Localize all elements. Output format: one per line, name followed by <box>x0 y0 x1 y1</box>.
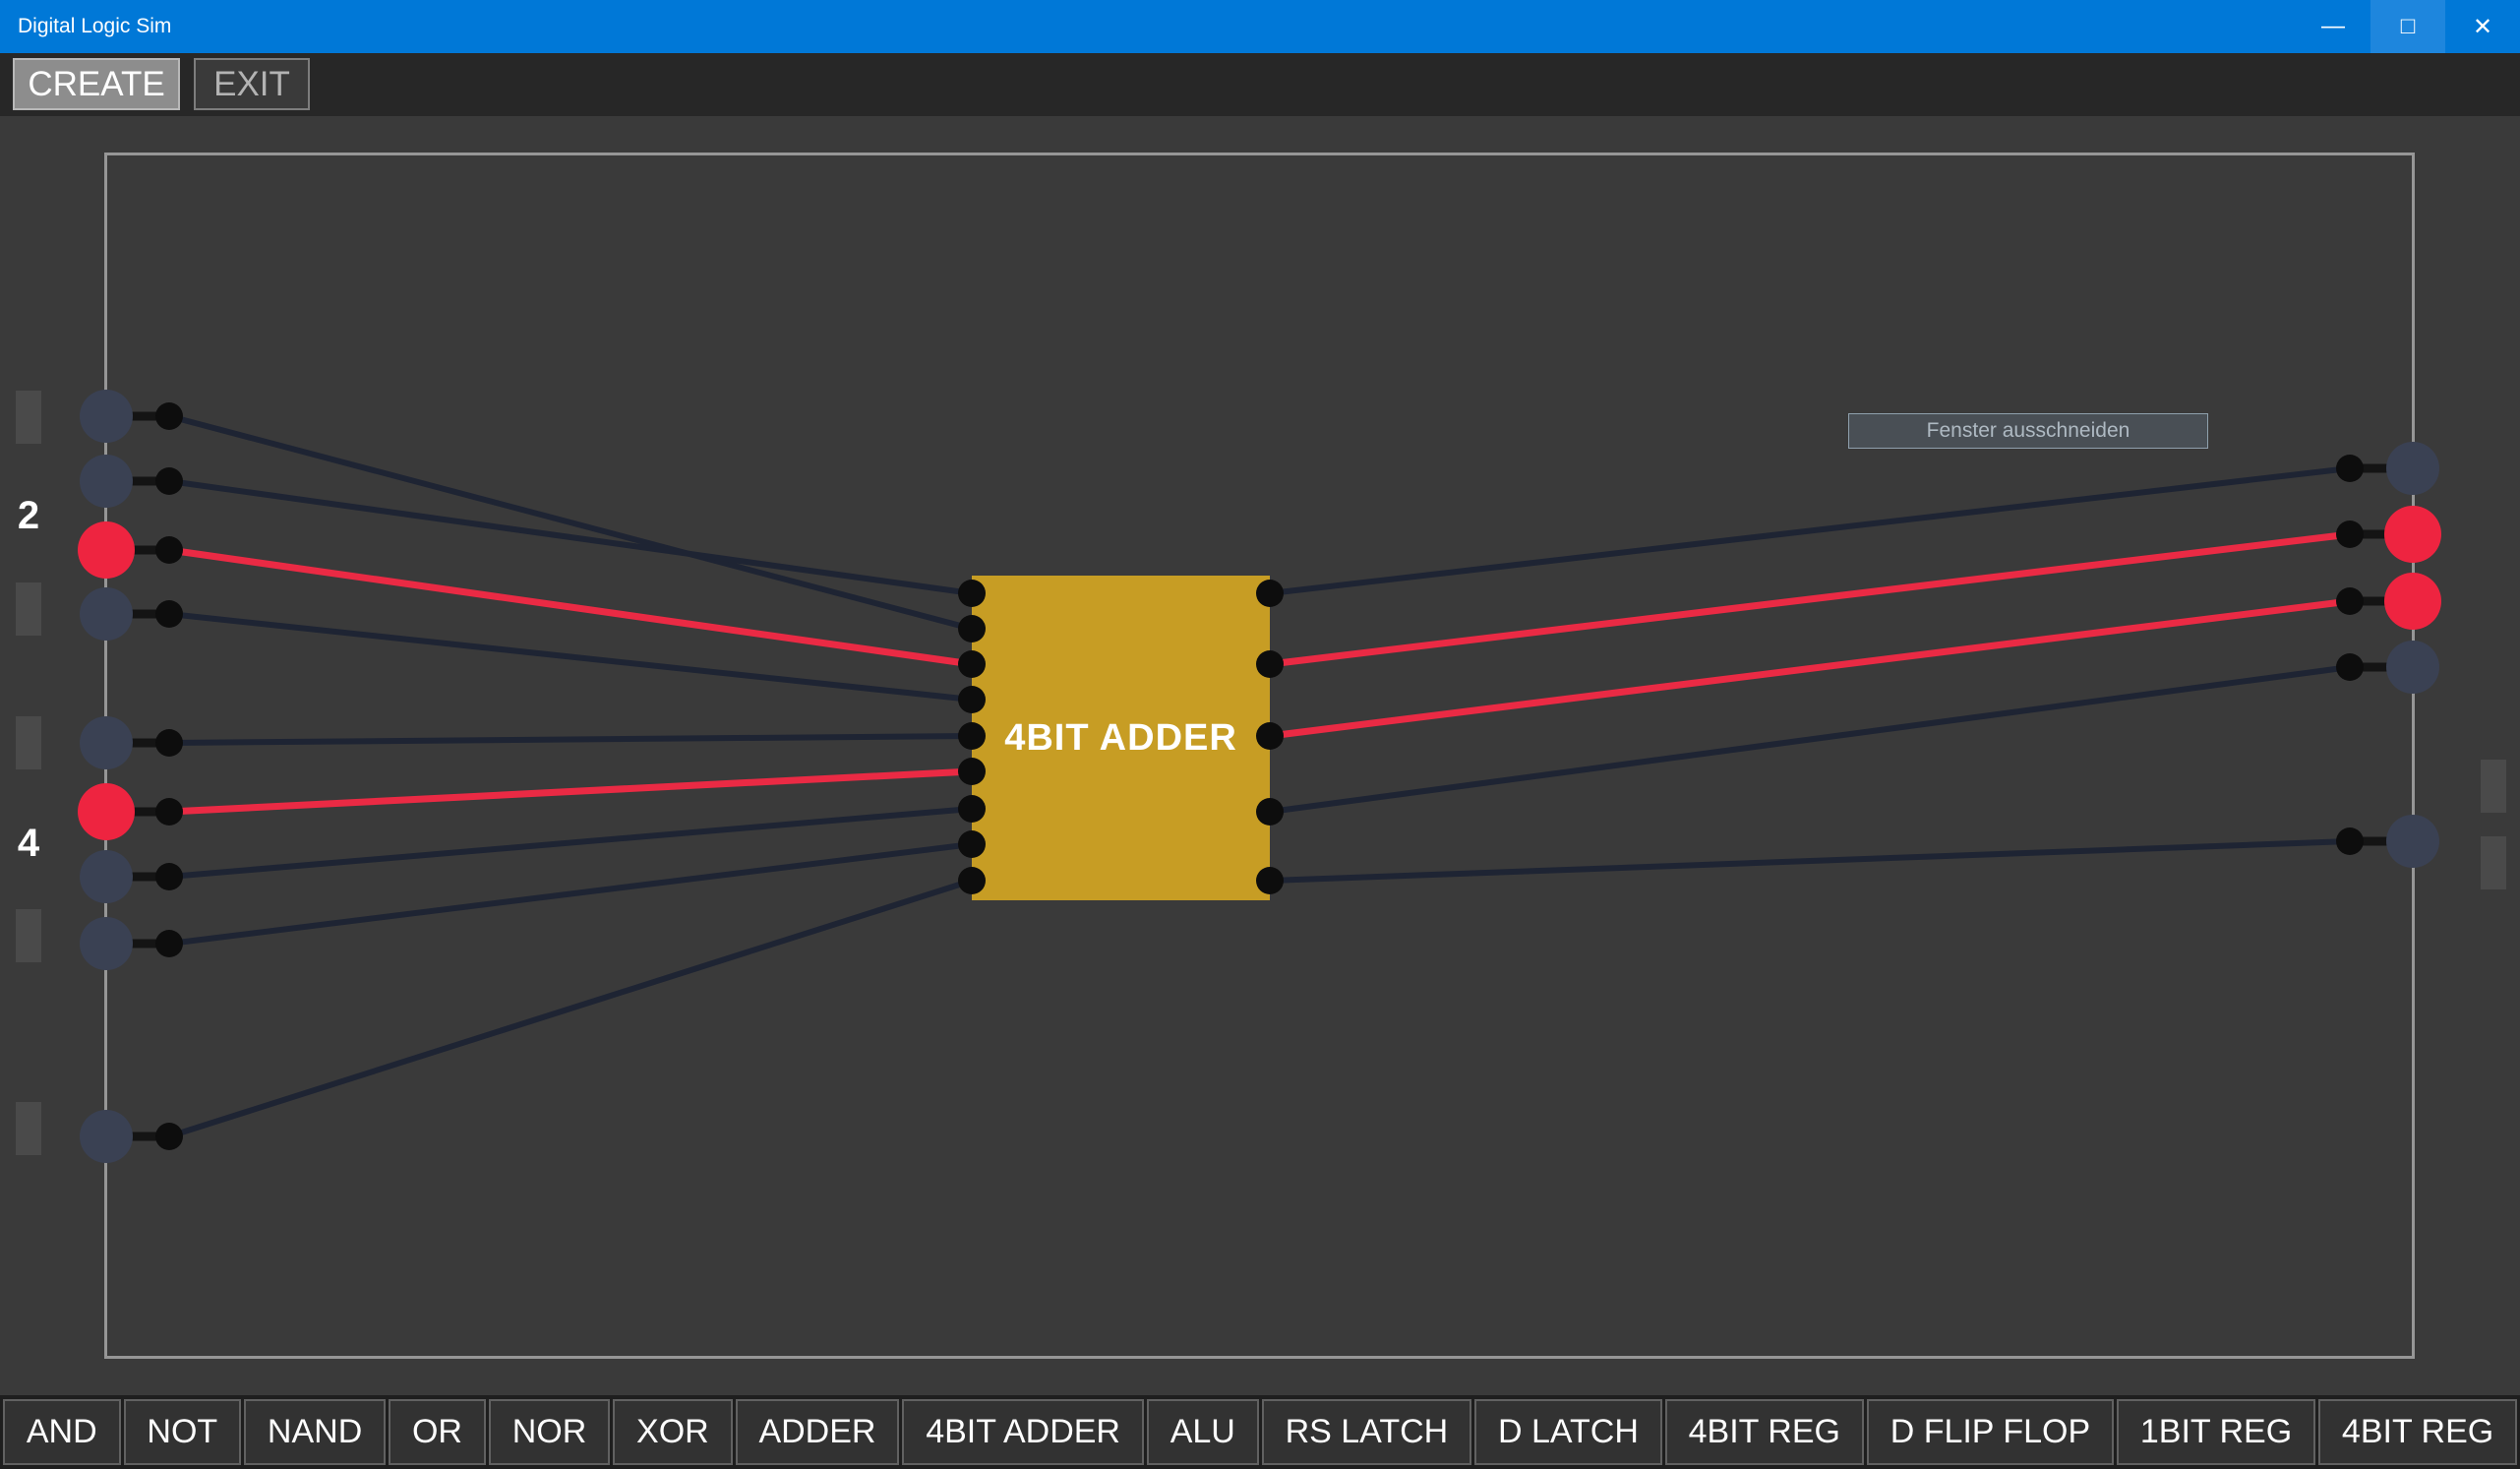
wire[interactable] <box>1269 530 2351 668</box>
pin-slot[interactable] <box>16 716 41 769</box>
chip-input-pin[interactable] <box>958 580 986 607</box>
minimize-button[interactable]: — <box>2321 13 2345 39</box>
output-pin[interactable] <box>2384 573 2441 630</box>
input-pin[interactable] <box>80 455 133 508</box>
pin-slot[interactable] <box>2481 760 2506 813</box>
pin-slot[interactable] <box>16 582 41 636</box>
output-pin[interactable] <box>2386 442 2439 495</box>
4bit-adder-chip[interactable]: 4BIT ADDER <box>972 576 1270 900</box>
close-button[interactable]: ✕ <box>2472 13 2493 40</box>
output-pin-terminal[interactable] <box>2336 587 2364 615</box>
toolbar-chip-button[interactable]: NAND <box>244 1399 387 1465</box>
input-pin-terminal[interactable] <box>155 600 183 628</box>
input-pin-terminal[interactable] <box>155 467 183 495</box>
window-title: Digital Logic Sim <box>18 15 172 37</box>
bus-width-label: 2 <box>17 494 40 537</box>
toolbar-chip-button[interactable]: NOR <box>488 1399 611 1465</box>
toolbar-chip-button[interactable]: RS LATCH <box>1261 1399 1472 1465</box>
menu-bar: CREATE EXIT <box>0 53 2520 116</box>
toolbar-chip-button[interactable]: 4BIT ADDER <box>902 1399 1144 1465</box>
toolbar-chip-button[interactable]: 4BIT REG <box>2318 1399 2518 1465</box>
toolbar-chip-button[interactable]: ADDER <box>735 1399 900 1465</box>
input-pin[interactable] <box>80 917 133 970</box>
chip-input-pin[interactable] <box>958 686 986 713</box>
input-pin[interactable] <box>80 390 133 443</box>
chip-output-pin[interactable] <box>1256 722 1284 750</box>
pin-slot[interactable] <box>16 391 41 444</box>
input-pin[interactable] <box>78 783 135 840</box>
title-bar: Digital Logic Sim — □ ✕ <box>0 0 2520 53</box>
input-pin[interactable] <box>80 850 133 903</box>
chip-input-pin[interactable] <box>958 795 986 823</box>
maximize-button[interactable]: □ <box>2370 0 2445 53</box>
chip-input-pin[interactable] <box>958 758 986 785</box>
chip-input-pin[interactable] <box>958 650 986 678</box>
chip-input-pin[interactable] <box>958 867 986 894</box>
toolbar-chip-button[interactable]: D LATCH <box>1474 1399 1662 1465</box>
chip-input-pin[interactable] <box>958 722 986 750</box>
wire[interactable] <box>168 841 973 947</box>
wire[interactable] <box>168 478 973 596</box>
snip-tooltip: Fenster ausschneiden <box>1848 413 2208 449</box>
chip-output-pin[interactable] <box>1256 580 1284 607</box>
input-pin-terminal[interactable] <box>155 402 183 430</box>
wire[interactable] <box>168 878 973 1139</box>
output-pin[interactable] <box>2384 506 2441 563</box>
input-pin-terminal[interactable] <box>155 798 183 826</box>
input-pin[interactable] <box>80 716 133 769</box>
pin-slot[interactable] <box>16 1102 41 1155</box>
wire[interactable] <box>168 413 973 632</box>
toolbar-chip-button[interactable]: D FLIP FLOP <box>1866 1399 2114 1465</box>
bus-width-label: 4 <box>17 822 40 865</box>
pin-slot[interactable] <box>16 909 41 962</box>
input-pin-terminal[interactable] <box>155 1123 183 1150</box>
toolbar-chip-button[interactable]: ALU <box>1146 1399 1259 1465</box>
input-pin-terminal[interactable] <box>155 729 183 757</box>
wire[interactable] <box>168 806 973 880</box>
wire[interactable] <box>1269 838 2351 884</box>
chip-input-pin[interactable] <box>958 615 986 643</box>
create-button[interactable]: CREATE <box>13 58 180 110</box>
window-controls: — □ ✕ <box>2296 0 2520 53</box>
chip-output-pin[interactable] <box>1256 867 1284 894</box>
wire[interactable] <box>168 611 973 703</box>
input-pin[interactable] <box>78 521 135 579</box>
wire[interactable] <box>1269 465 2351 596</box>
wire[interactable] <box>1269 597 2351 740</box>
wire[interactable] <box>168 767 973 816</box>
output-pin-terminal[interactable] <box>2336 653 2364 681</box>
exit-button[interactable]: EXIT <box>194 58 310 110</box>
output-pin[interactable] <box>2386 641 2439 694</box>
input-pin-terminal[interactable] <box>155 536 183 564</box>
toolbar-chip-button[interactable]: NOT <box>123 1399 242 1465</box>
output-pin-terminal[interactable] <box>2336 520 2364 548</box>
wire[interactable] <box>168 733 973 746</box>
output-pin-terminal[interactable] <box>2336 455 2364 482</box>
output-pin[interactable] <box>2386 815 2439 868</box>
wire[interactable] <box>1269 664 2351 815</box>
input-pin[interactable] <box>80 587 133 641</box>
chip-output-pin[interactable] <box>1256 650 1284 678</box>
toolbar-chip-button[interactable]: 4BIT REG <box>1664 1399 1864 1465</box>
toolbar-chip-button[interactable]: 1BIT REG <box>2117 1399 2316 1465</box>
input-pin[interactable] <box>80 1110 133 1163</box>
input-pin-terminal[interactable] <box>155 863 183 890</box>
toolbar-chip-button[interactable]: AND <box>3 1399 121 1465</box>
output-pin-terminal[interactable] <box>2336 827 2364 855</box>
input-pin-terminal[interactable] <box>155 930 183 957</box>
toolbar-chip-button[interactable]: XOR <box>613 1399 733 1465</box>
wire[interactable] <box>168 546 973 668</box>
chip-label: 4BIT ADDER <box>1004 716 1237 759</box>
chip-output-pin[interactable] <box>1256 798 1284 826</box>
chip-input-pin[interactable] <box>958 830 986 858</box>
toolbar-chip-button[interactable]: OR <box>389 1399 486 1465</box>
pin-slot[interactable] <box>2481 836 2506 889</box>
